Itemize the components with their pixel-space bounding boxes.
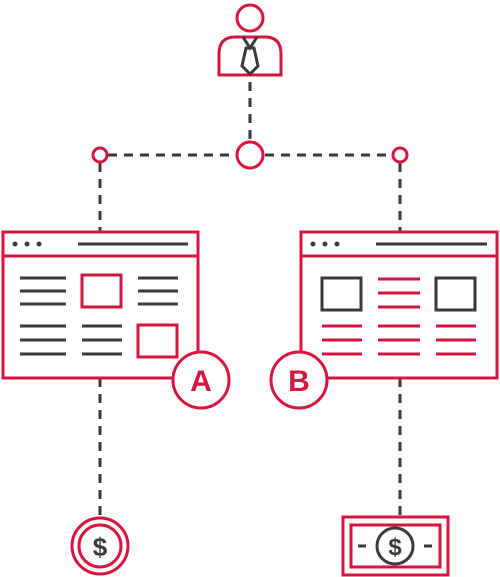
variant-a-badge: A [171,350,231,410]
webpage-layout-a-icon [1,230,200,380]
junction-left [91,146,109,164]
junction-center [235,140,265,170]
junction-nodes [91,140,409,170]
banknote-symbol: $ [388,534,402,561]
businessman-icon [217,3,283,77]
variant-a-label: A [190,365,212,398]
dollar-banknote-icon: $ [341,515,450,577]
variant-b-badge: B [269,350,329,410]
dollar-coin-icon: $ [70,516,130,576]
coin-symbol: $ [93,532,108,562]
variant-b-label: B [288,365,310,398]
junction-right [391,146,409,164]
webpage-layout-b-icon [299,230,499,380]
connector-lines [98,82,402,518]
